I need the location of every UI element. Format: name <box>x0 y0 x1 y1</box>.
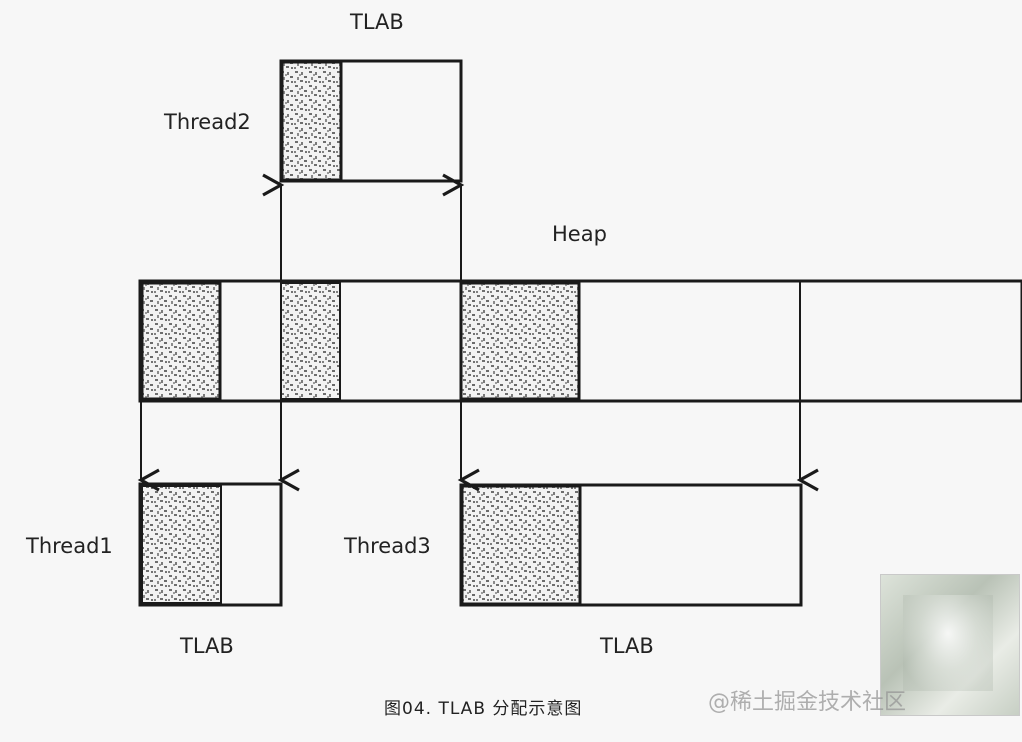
heap-box <box>138 279 1022 403</box>
arrows-to-thread2 <box>262 173 465 281</box>
thread3-tlab <box>459 483 803 607</box>
thumbnail-image <box>880 574 1020 716</box>
tlab-label-right: TLAB <box>600 634 654 658</box>
thread2-tlab-used <box>280 60 343 182</box>
heap-region <box>138 279 1022 403</box>
heap-used-block-2 <box>280 282 341 400</box>
heap-used-block-3 <box>459 281 581 401</box>
arrows-to-thread1 <box>137 401 300 492</box>
thread1-tlab <box>138 482 283 607</box>
thread1-label: Thread1 <box>26 534 113 558</box>
arrows-to-thread3 <box>457 401 819 492</box>
heap-label: Heap <box>552 222 607 246</box>
tlab-label-top: TLAB <box>350 10 404 34</box>
thread2-tlab <box>279 59 463 183</box>
figure-caption: 图04. TLAB 分配示意图 <box>384 699 583 719</box>
thread1-tlab-used <box>141 485 222 604</box>
thread2-label: Thread2 <box>164 110 251 134</box>
thread3-label: Thread3 <box>344 534 431 558</box>
heap-used-block-1 <box>140 281 222 401</box>
tlab-label-left: TLAB <box>180 634 234 658</box>
watermark: @稀土掘金技术社区 <box>708 690 907 715</box>
thread3-tlab-used <box>460 484 582 606</box>
thread1-tlab-box <box>138 482 283 607</box>
